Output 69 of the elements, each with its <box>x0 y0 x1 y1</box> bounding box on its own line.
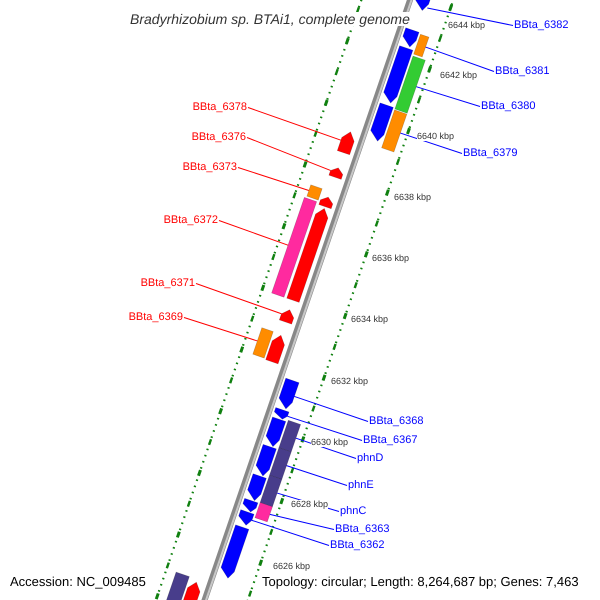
gene-label: BBta_6381 <box>495 66 550 77</box>
gene-bar <box>271 197 318 298</box>
gene-label: BBta_6369 <box>128 312 183 323</box>
gene-bar <box>260 474 282 508</box>
leader-line <box>294 396 368 422</box>
gene-bar <box>254 502 273 522</box>
scale-label: 6636 kbp <box>372 254 410 263</box>
gene-block <box>256 444 277 476</box>
gene-label: phnC <box>340 506 366 517</box>
gene-block <box>370 102 394 142</box>
gene-block <box>286 208 328 303</box>
gene-label: BBta_6368 <box>369 416 424 427</box>
gene-label: BBta_6367 <box>363 435 418 446</box>
gene-block <box>402 27 420 48</box>
gene-label: phnD <box>357 453 384 464</box>
footer-text: Topology: circular; Length: 8,264,687 bp; Genes: 7,463 <box>262 575 579 588</box>
gene-label: BBta_6376 <box>192 132 246 143</box>
leader-line <box>246 137 331 171</box>
leader-line <box>286 465 348 486</box>
leader-line <box>251 520 330 546</box>
gene-label: phnE <box>348 480 374 491</box>
gene-label: BBta_6363 <box>335 524 390 535</box>
gene-block <box>265 334 285 364</box>
leader-line <box>426 8 514 26</box>
gene-label: BBta_6362 <box>330 540 384 551</box>
leader-line <box>184 317 258 342</box>
gene-bar <box>306 184 323 200</box>
leader-line <box>425 46 494 72</box>
gene-label: BBta_6379 <box>463 148 518 159</box>
scale-label: 6626 kbp <box>273 562 310 571</box>
gene-bar <box>278 420 301 452</box>
leader-line <box>287 416 362 441</box>
leader-line <box>196 283 282 314</box>
gene-block <box>336 131 354 156</box>
leader-line <box>269 514 334 530</box>
gene-block <box>220 524 250 579</box>
gene-block <box>274 407 290 420</box>
gene-bar <box>381 110 408 152</box>
gene-label: BBta_6373 <box>182 162 237 173</box>
scale-label: 6644 kbp <box>448 21 486 30</box>
gene-bar <box>394 56 426 114</box>
leader-line <box>248 107 342 141</box>
gene-label: BBta_6382 <box>514 20 568 31</box>
gene-block <box>328 167 344 180</box>
leader-line <box>416 86 480 107</box>
gene-block <box>278 309 294 325</box>
footer-text: Accession: NC_009485 <box>10 575 146 588</box>
gene-bar <box>413 34 430 58</box>
scale-label: 6628 kbp <box>291 500 328 509</box>
gene-label: BBta_6371 <box>140 278 195 289</box>
scale-label: 6630 kbp <box>311 438 348 447</box>
gene-block <box>318 196 334 210</box>
gene-bar <box>252 327 274 358</box>
gene-block <box>238 509 254 526</box>
gene-bar <box>269 447 292 480</box>
leader-line <box>218 220 288 246</box>
scale-label: 6638 kbp <box>394 193 432 202</box>
map-title: Bradyrhizobium sp. BTAi1, complete genome <box>130 12 410 26</box>
gene-label: BBta_6380 <box>481 101 536 112</box>
scale-label: 6634 kbp <box>351 315 388 324</box>
gene-label: BBta_6372 <box>164 215 218 226</box>
gene-block <box>383 45 414 104</box>
scale-label: 6632 kbp <box>331 377 368 386</box>
leader-line <box>400 132 462 154</box>
gene-block <box>242 498 258 512</box>
scale-label: 6642 kbp <box>440 71 478 80</box>
gene-label: BBta_6378 <box>192 102 247 113</box>
leader-line <box>238 167 310 191</box>
scale-label: 6640 kbp <box>417 132 454 141</box>
